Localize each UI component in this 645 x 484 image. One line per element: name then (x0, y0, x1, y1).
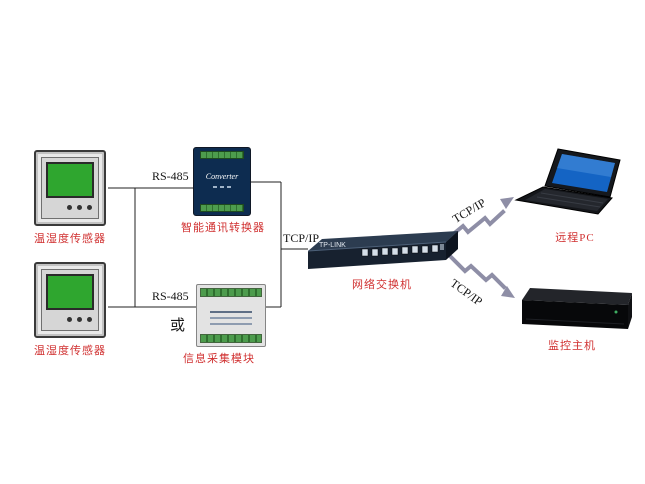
converter-body: Converter (194, 159, 250, 204)
sensor1-screen (46, 162, 94, 198)
switch-device: TP-LINK (306, 224, 462, 285)
sensor1-label: 温湿度传感器 (34, 233, 106, 245)
or-label: 或 (170, 318, 186, 334)
arrowhead-host (501, 286, 515, 298)
switch-label: 网络交换机 (352, 279, 412, 291)
host-side-face (628, 293, 632, 329)
sensor2-buttons (46, 317, 94, 322)
tcpip-label-switch: TCP/IP (283, 231, 320, 245)
sensor1-buttons (46, 205, 94, 210)
switch-graphic: TP-LINK (307, 231, 458, 269)
switch-top-face (308, 231, 458, 251)
lightning-arrow-pc (443, 209, 506, 243)
laptop-keyboard (525, 189, 608, 211)
switch-brand: TP-LINK (319, 242, 346, 249)
laptop-display-sheen (557, 154, 615, 177)
remote-pc-device (513, 142, 639, 231)
sensor1-panel (41, 157, 99, 219)
sensor2-panel (41, 269, 99, 331)
sensor-device-2 (34, 262, 106, 338)
module-device (196, 284, 266, 347)
switch-side-face (446, 231, 458, 260)
host-graphic (522, 288, 632, 329)
laptop-graphic (514, 148, 621, 215)
converter-label: 智能通讯转换器 (181, 222, 265, 234)
switch-port (371, 248, 379, 257)
monitor-host-label: 监控主机 (548, 340, 596, 352)
rs485-label-bottom: RS-485 (152, 289, 189, 303)
arrowhead-pc (500, 197, 514, 209)
sensor2-screen (46, 274, 94, 310)
converter-device: Converter (193, 147, 251, 216)
monitor-host-device (516, 282, 640, 339)
switch-port (401, 246, 409, 255)
switch-port (431, 244, 439, 253)
switch-port (391, 247, 399, 256)
sensor-device-1 (34, 150, 106, 226)
switch-port (381, 247, 389, 256)
sensor2-label: 温湿度传感器 (34, 345, 106, 357)
module-label: 信息采集模块 (183, 353, 255, 365)
lightning-arrow-host (448, 254, 507, 290)
switch-port (411, 245, 419, 254)
remote-pc-label: 远程PC (555, 232, 595, 244)
host-power-led (614, 310, 618, 314)
converter-text: Converter (205, 172, 239, 181)
rs485-label-top: RS-485 (152, 169, 189, 183)
module-body (200, 306, 262, 325)
host-top-face (522, 288, 632, 305)
converter-terminal-bottom (200, 204, 244, 212)
module-terminal-bottom (200, 334, 262, 343)
switch-port (361, 248, 369, 257)
converter-leds (194, 186, 250, 188)
host-front-face (522, 300, 628, 329)
module-terminal-top (200, 288, 262, 297)
converter-terminal-top (200, 151, 244, 159)
switch-uplink-port (440, 244, 444, 250)
switch-port (421, 245, 429, 254)
